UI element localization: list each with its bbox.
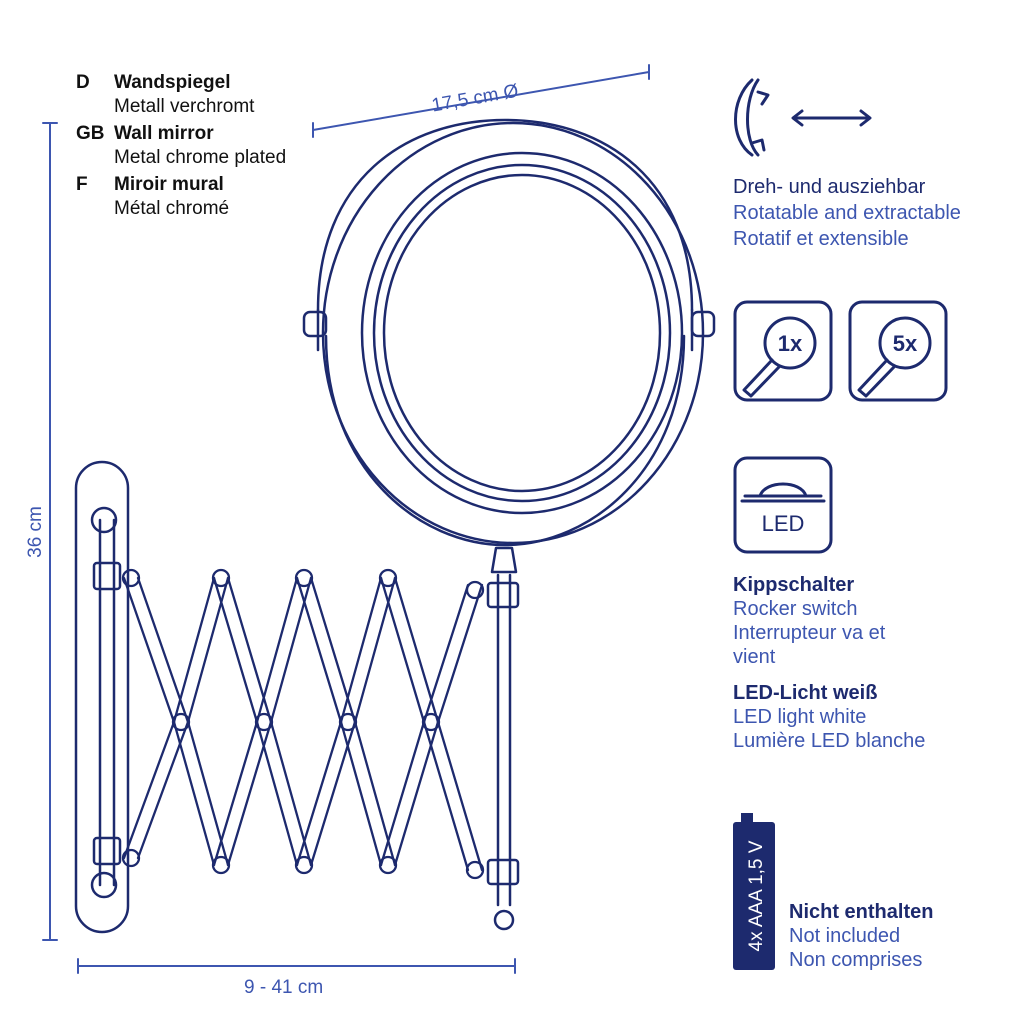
product-subtitle-gb: Metal chrome plated <box>114 147 287 168</box>
wall-plate <box>74 460 130 934</box>
rotation-title: Dreh- und ausziehbar <box>733 176 926 198</box>
scissor-pivots <box>121 568 485 880</box>
magnifier-1x-icon <box>733 300 833 402</box>
lang-code-gb: GB <box>76 123 105 144</box>
led-label: LED <box>762 511 805 536</box>
height-label: 36 cm <box>25 506 46 558</box>
battery-line-en: Not included <box>789 925 901 947</box>
rotation-line-fr: Rotatif et extensible <box>733 228 909 250</box>
battery-label: 4x AAA 1,5 V <box>746 840 767 951</box>
lang-code-f: F <box>76 174 88 195</box>
switch-line-fr-1: Interrupteur va et <box>733 622 886 644</box>
rotate-extend-icon <box>734 78 872 157</box>
lang-code-de: D <box>76 72 90 93</box>
product-subtitle-f: Métal chromé <box>114 198 230 219</box>
switch-title: Kippschalter <box>733 574 855 596</box>
led-lamp-icon <box>733 456 833 554</box>
product-title-de: Wandspiegel <box>114 72 231 93</box>
extension-dimension-line <box>77 958 516 974</box>
switch-line-en: Rocker switch <box>733 598 858 620</box>
mirror-rod <box>486 546 520 931</box>
product-subtitle-de: Metall verchromt <box>114 96 255 117</box>
height-dimension-line <box>42 122 58 941</box>
switch-line-fr-2: vient <box>733 646 776 668</box>
light-line-fr: Lumière LED blanche <box>733 730 926 752</box>
battery-title: Nicht enthalten <box>789 901 934 923</box>
magnifier-5x-label: 5x <box>893 331 918 356</box>
diameter-dimension-line <box>312 64 650 138</box>
light-title: LED-Licht weiß <box>733 682 878 704</box>
product-title-gb: Wall mirror <box>114 123 214 144</box>
mirror-head <box>302 118 716 547</box>
scissor-bars <box>122 576 484 872</box>
light-line-en: LED light white <box>733 706 867 728</box>
rotation-line-en: Rotatable and extractable <box>733 202 961 224</box>
product-title-f: Miroir mural <box>114 174 224 195</box>
battery-icon <box>733 813 775 970</box>
scissor-arm <box>121 568 485 880</box>
diameter-label: 17,5 cm Ø <box>430 81 520 117</box>
magnifier-1x-label: 1x <box>778 331 803 356</box>
battery-line-fr: Non comprises <box>789 949 923 971</box>
extension-label: 9 - 41 cm <box>244 977 324 998</box>
magnifier-5x-icon <box>848 300 948 402</box>
